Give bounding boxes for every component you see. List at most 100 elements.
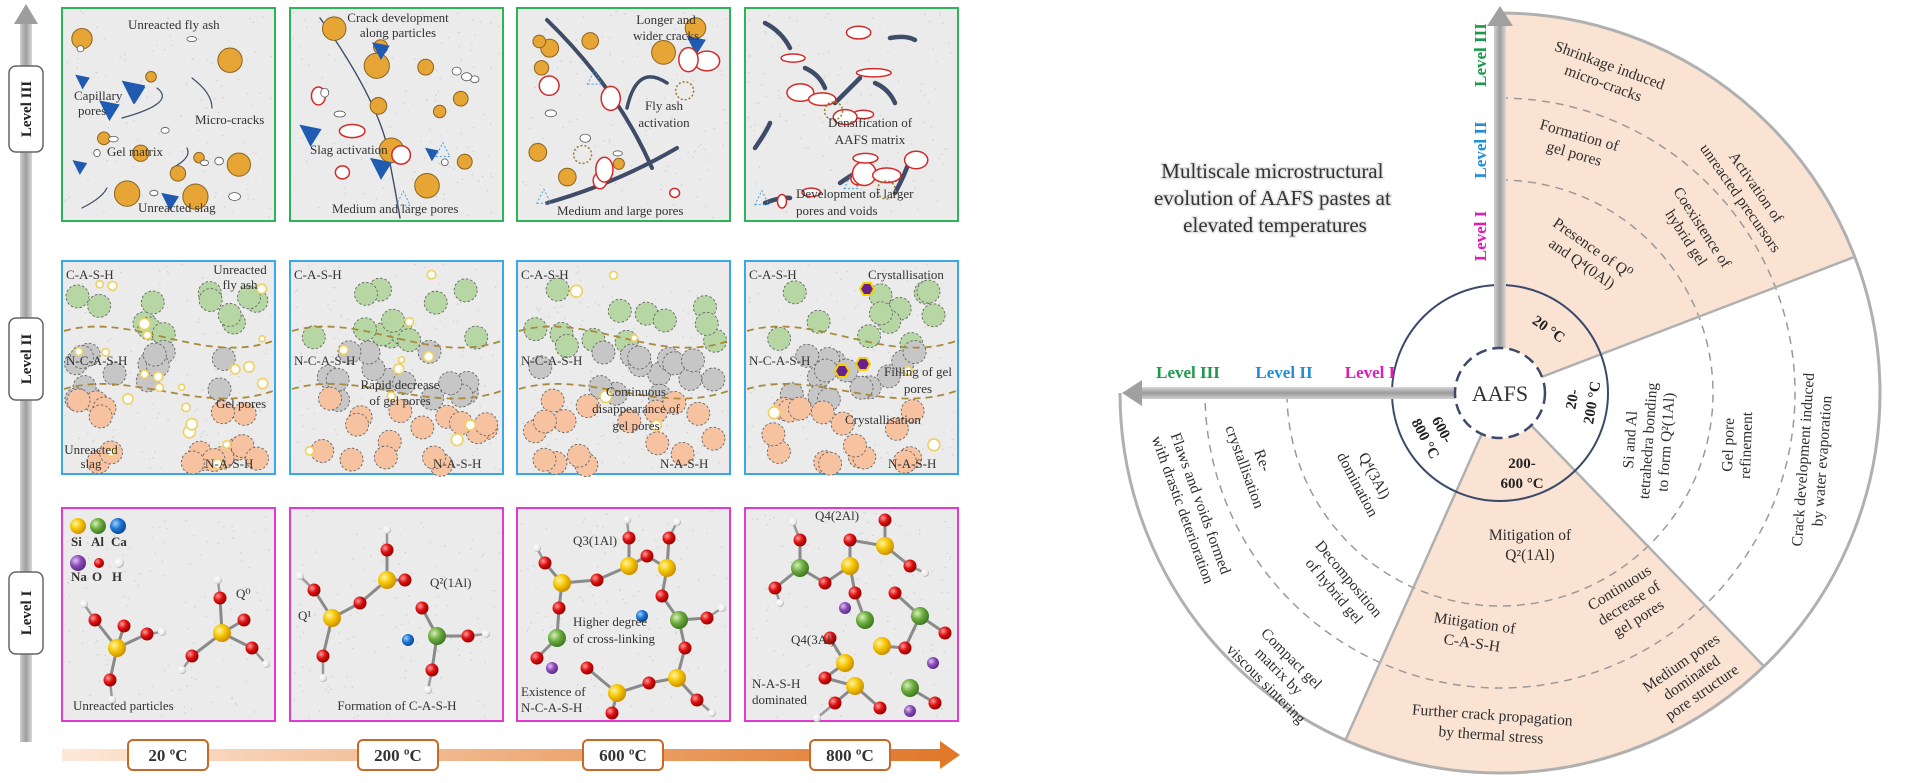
texture-speck xyxy=(185,82,188,85)
texture-speck xyxy=(252,440,255,442)
texture-speck xyxy=(491,175,494,178)
h-atom xyxy=(776,599,784,607)
capillary-pore xyxy=(320,87,330,98)
texture-speck xyxy=(343,187,346,190)
texture-speck xyxy=(840,278,842,281)
gel-particle xyxy=(902,340,927,364)
texture-speck xyxy=(477,309,480,311)
texture-speck xyxy=(766,619,769,622)
texture-speck xyxy=(788,16,791,19)
texture-speck xyxy=(522,180,524,183)
level-ii-vertical-label: Level II xyxy=(1471,121,1490,179)
texture-speck xyxy=(897,151,899,154)
gel-particle xyxy=(528,355,553,380)
o-atom xyxy=(88,613,102,627)
texture-speck xyxy=(139,97,142,100)
texture-speck xyxy=(382,187,385,189)
texture-speck xyxy=(950,52,952,54)
texture-speck xyxy=(484,715,486,718)
gel-particle xyxy=(211,346,236,371)
gel-particle xyxy=(66,388,91,413)
legend-si: Si xyxy=(71,534,82,549)
gel-pore xyxy=(599,390,613,404)
gel-pore xyxy=(256,283,268,295)
texture-speck xyxy=(682,336,684,338)
sector-divider xyxy=(1541,255,1856,379)
texture-speck xyxy=(143,624,145,627)
texture-speck xyxy=(697,578,700,581)
gel-particle xyxy=(422,445,446,470)
gel-particle xyxy=(87,293,112,318)
texture-speck xyxy=(825,522,828,524)
texture-speck xyxy=(219,15,222,18)
texture-speck xyxy=(687,151,689,154)
texture-speck xyxy=(941,591,943,594)
texture-speck xyxy=(770,45,773,48)
texture-speck xyxy=(834,650,837,653)
texture-speck xyxy=(64,200,66,203)
texture-speck xyxy=(663,97,666,99)
level-iii-microstructure-2 xyxy=(299,16,480,219)
texture-speck xyxy=(237,78,240,81)
texture-speck xyxy=(387,646,390,649)
texture-speck xyxy=(246,58,249,61)
texture-speck xyxy=(615,10,618,13)
texture-speck xyxy=(252,198,255,200)
texture-speck xyxy=(621,189,623,192)
ca-atom xyxy=(636,610,648,622)
texture-speck xyxy=(493,605,496,608)
gel-pore xyxy=(392,363,405,375)
phase-boundary xyxy=(63,325,274,349)
level-i-vertical-label: Level I xyxy=(1471,210,1490,261)
texture-speck xyxy=(697,452,699,454)
capillary-pore xyxy=(612,150,623,157)
texture-speck xyxy=(830,19,833,22)
texture-speck xyxy=(543,637,546,640)
pore xyxy=(832,108,858,126)
texture-speck xyxy=(948,671,951,673)
level-ii-gel-structure-1 xyxy=(63,279,274,475)
texture-speck xyxy=(352,636,355,638)
texture-speck xyxy=(366,26,368,29)
texture-speck xyxy=(638,515,640,518)
texture-speck xyxy=(676,657,679,660)
texture-speck xyxy=(98,653,100,656)
texture-speck xyxy=(660,35,663,37)
texture-speck xyxy=(796,20,799,22)
texture-speck xyxy=(785,119,788,122)
texture-speck xyxy=(865,582,868,585)
texture-speck xyxy=(185,601,187,604)
texture-speck xyxy=(91,441,94,443)
texture-speck xyxy=(769,567,772,569)
texture-speck xyxy=(947,526,949,529)
texture-speck xyxy=(872,598,875,601)
label-unreacted-fly-ash: Unreacted fly ash xyxy=(128,17,220,32)
pore xyxy=(807,92,837,107)
gel-particle xyxy=(464,325,489,350)
texture-speck xyxy=(293,463,295,465)
texture-speck xyxy=(676,73,679,76)
texture-speck xyxy=(660,19,662,22)
texture-speck xyxy=(489,123,492,126)
texture-speck xyxy=(181,150,183,153)
gel-pore xyxy=(386,391,397,401)
capillary-pore xyxy=(451,66,462,76)
texture-speck xyxy=(527,696,529,699)
texture-speck xyxy=(325,268,327,271)
o-atom xyxy=(316,649,330,663)
o-atom xyxy=(590,573,604,587)
temp-label: 200 ºC xyxy=(374,746,422,765)
texture-speck xyxy=(447,36,450,39)
texture-speck xyxy=(692,156,694,159)
texture-speck xyxy=(603,546,606,548)
texture-speck xyxy=(318,710,321,713)
panel-level-iii-1 xyxy=(61,7,276,222)
texture-speck xyxy=(434,604,437,607)
texture-speck xyxy=(939,302,941,305)
gel-pore xyxy=(222,439,232,450)
level-iii-microstructure-3 xyxy=(528,17,721,205)
texture-speck xyxy=(656,574,659,577)
texture-speck xyxy=(169,706,171,709)
texture-speck xyxy=(789,701,791,703)
